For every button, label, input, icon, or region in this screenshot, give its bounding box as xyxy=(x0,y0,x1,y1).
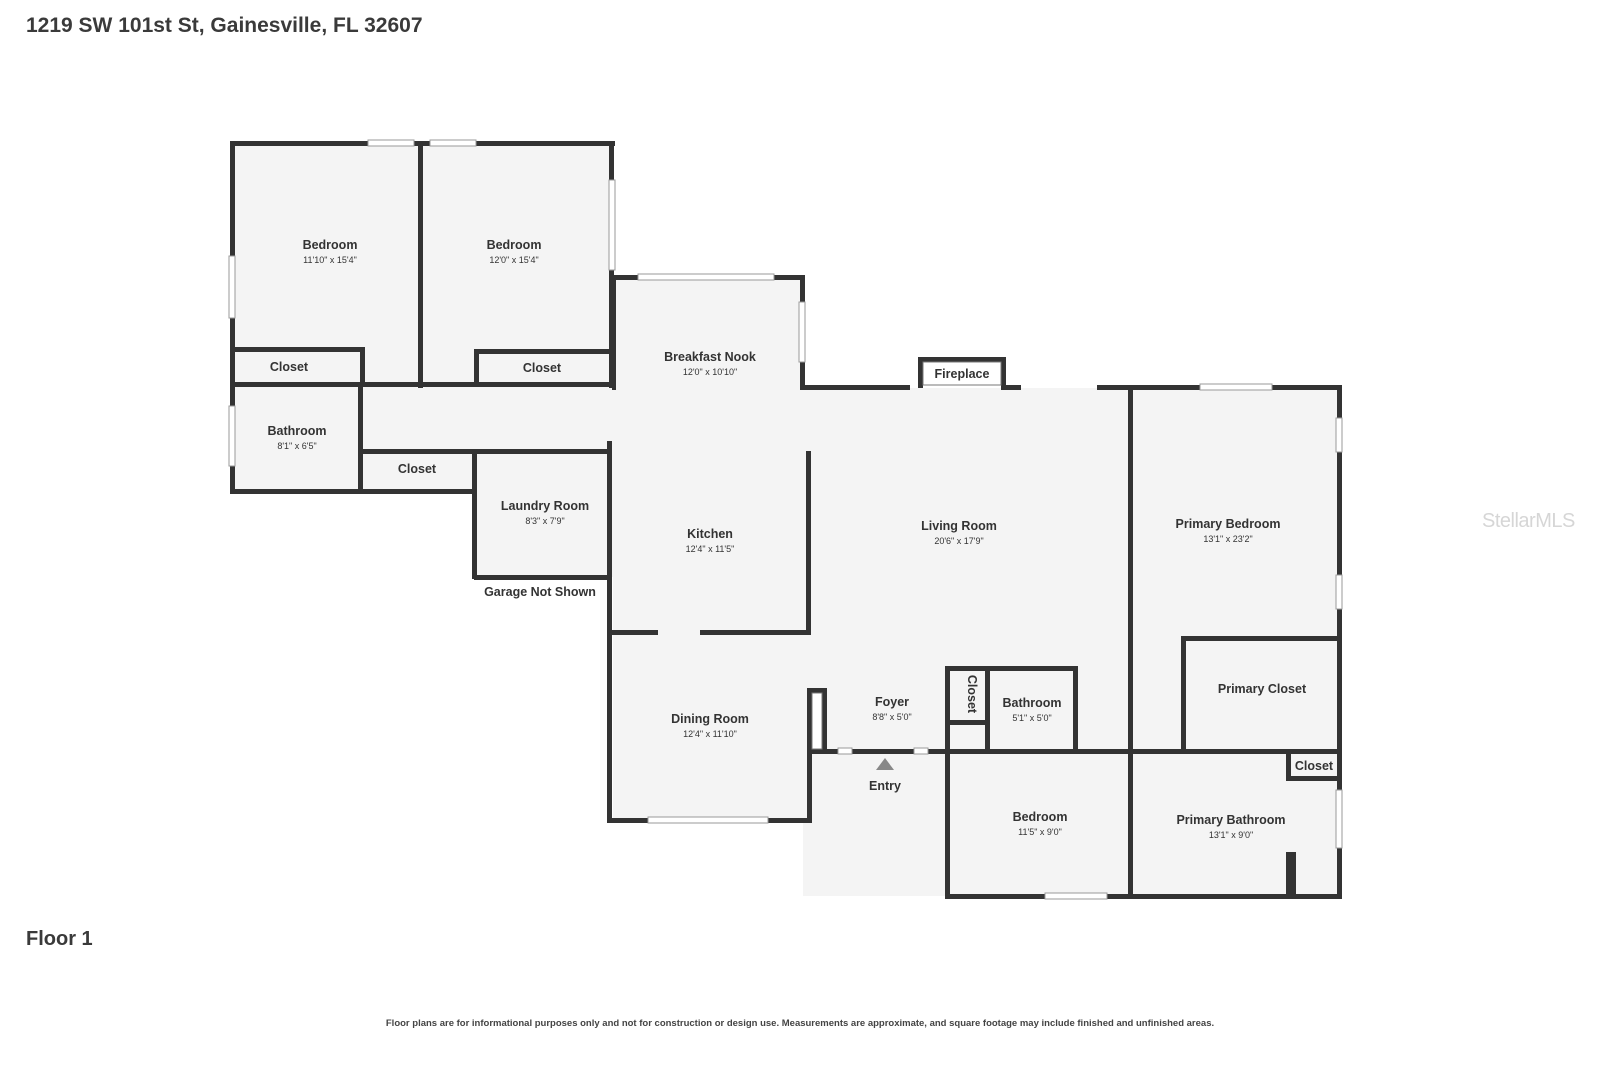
closet-1-name: Closet xyxy=(270,360,309,374)
laundry-name: Laundry Room xyxy=(501,499,589,513)
breakfast-nook-dims: 12'0" x 10'10" xyxy=(683,367,737,377)
closet-2-name: Closet xyxy=(523,361,562,375)
property-address: 1219 SW 101st St, Gainesville, FL 32607 xyxy=(26,14,423,37)
primary-bedroom-name: Primary Bedroom xyxy=(1176,517,1281,531)
bedroom-3-dims: 11'5" x 9'0" xyxy=(1018,827,1062,837)
primary-bathroom-dims: 13'1" x 9'0" xyxy=(1209,830,1253,840)
disclaimer-text: Floor plans are for informational purpos… xyxy=(385,1018,1215,1029)
fireplace-label: Fireplace xyxy=(935,367,990,381)
bathroom-1-name: Bathroom xyxy=(267,424,326,438)
laundry-dims: 8'3" x 7'9" xyxy=(525,516,564,526)
fireplace-hatch xyxy=(811,361,1002,750)
dining-dims: 12'4" x 11'10" xyxy=(683,729,737,739)
bedroom-1-dims: 11'10" x 15'4" xyxy=(303,255,357,265)
bedroom-2-dims: 12'0" x 15'4" xyxy=(489,255,538,265)
primary-closet-name: Primary Closet xyxy=(1218,682,1307,696)
closet-3-name: Closet xyxy=(398,462,437,476)
bathroom-1-dims: 8'1" x 6'5" xyxy=(277,441,316,451)
foyer-name: Foyer xyxy=(875,695,909,709)
watermark-logo: StellarMLS xyxy=(1482,510,1575,532)
living-name: Living Room xyxy=(921,519,997,533)
room-labels: Bedroom 11'10" x 15'4" Bedroom 12'0" x 1… xyxy=(267,238,1333,840)
bathroom-2-name: Bathroom xyxy=(1002,696,1061,710)
bathroom-2-dims: 5'1" x 5'0" xyxy=(1012,713,1051,723)
entry-arrow-icon xyxy=(876,758,894,770)
floor-label: Floor 1 xyxy=(26,928,93,950)
floor-area xyxy=(232,144,1341,896)
entry-label: Entry xyxy=(869,779,901,793)
primary-bathroom-name: Primary Bathroom xyxy=(1176,813,1285,827)
foyer-dims: 8'8" x 5'0" xyxy=(872,712,911,722)
living-dims: 20'6" x 17'9" xyxy=(934,536,983,546)
dining-name: Dining Room xyxy=(671,712,749,726)
closet-5-name: Closet xyxy=(1295,759,1334,773)
breakfast-nook-name: Breakfast Nook xyxy=(664,350,756,364)
kitchen-dims: 12'4" x 11'5" xyxy=(686,544,735,554)
windows xyxy=(228,139,1343,900)
kitchen-name: Kitchen xyxy=(687,527,733,541)
closet-4-name: Closet xyxy=(965,675,979,714)
garage-note: Garage Not Shown xyxy=(484,585,596,599)
primary-bedroom-dims: 13'1" x 23'2" xyxy=(1203,534,1252,544)
bedroom-2-name: Bedroom xyxy=(487,238,542,252)
bedroom-3-name: Bedroom xyxy=(1013,810,1068,824)
bedroom-1-name: Bedroom xyxy=(303,238,358,252)
